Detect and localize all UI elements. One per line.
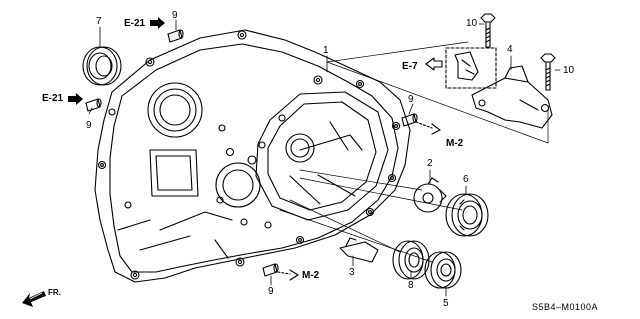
flange-bolt-right xyxy=(540,53,556,91)
dowel-pin-top xyxy=(167,29,184,43)
diagram-code: S5B4–M0100A xyxy=(532,302,599,312)
bearing-5 xyxy=(424,251,462,289)
flange-bolt-left xyxy=(480,13,496,48)
callout-9: 9 xyxy=(172,10,178,21)
dowel-pin-left xyxy=(85,98,102,112)
transmission-housing xyxy=(94,29,411,283)
callout-9: 9 xyxy=(86,120,92,131)
bearing-6 xyxy=(445,193,489,237)
bearing-8 xyxy=(392,240,430,280)
oil-gutter-plate xyxy=(339,237,379,263)
callout-3: 3 xyxy=(349,267,355,278)
oil-seal xyxy=(82,46,122,86)
e7-inset xyxy=(445,47,497,89)
ref-e7[interactable]: E-7 xyxy=(402,61,418,72)
e21-arrow-icon xyxy=(68,93,83,105)
front-direction-label: FR. xyxy=(48,288,61,297)
m2-arrow-bottom xyxy=(277,269,299,281)
leader-lines xyxy=(88,19,561,297)
callout-10: 10 xyxy=(563,65,575,76)
front-direction-arrow-icon xyxy=(22,291,46,307)
m2-arrow-right xyxy=(415,121,441,135)
ref-m2-bottom[interactable]: M-2 xyxy=(302,270,320,281)
callout-9: 9 xyxy=(268,286,274,297)
callout-7: 7 xyxy=(96,16,102,27)
ref-e21-left[interactable]: E-21 xyxy=(42,93,64,104)
callout-9: 9 xyxy=(408,94,414,105)
callout-1: 1 xyxy=(323,45,329,56)
ref-e21-top[interactable]: E-21 xyxy=(124,18,146,29)
e7-arrow-icon xyxy=(425,57,443,71)
callout-10: 10 xyxy=(466,18,478,29)
callout-8: 8 xyxy=(408,280,414,291)
e21-arrow-icon xyxy=(150,17,165,29)
dowel-pin-bottom xyxy=(262,263,279,277)
ref-m2-right[interactable]: M-2 xyxy=(446,138,464,149)
bracket xyxy=(471,65,553,129)
callout-6: 6 xyxy=(463,174,469,185)
callout-2: 2 xyxy=(427,158,433,169)
assembly-lines xyxy=(279,41,549,263)
callout-5: 5 xyxy=(443,298,449,309)
callout-4: 4 xyxy=(507,44,513,55)
dowel-pin-right xyxy=(401,113,418,127)
